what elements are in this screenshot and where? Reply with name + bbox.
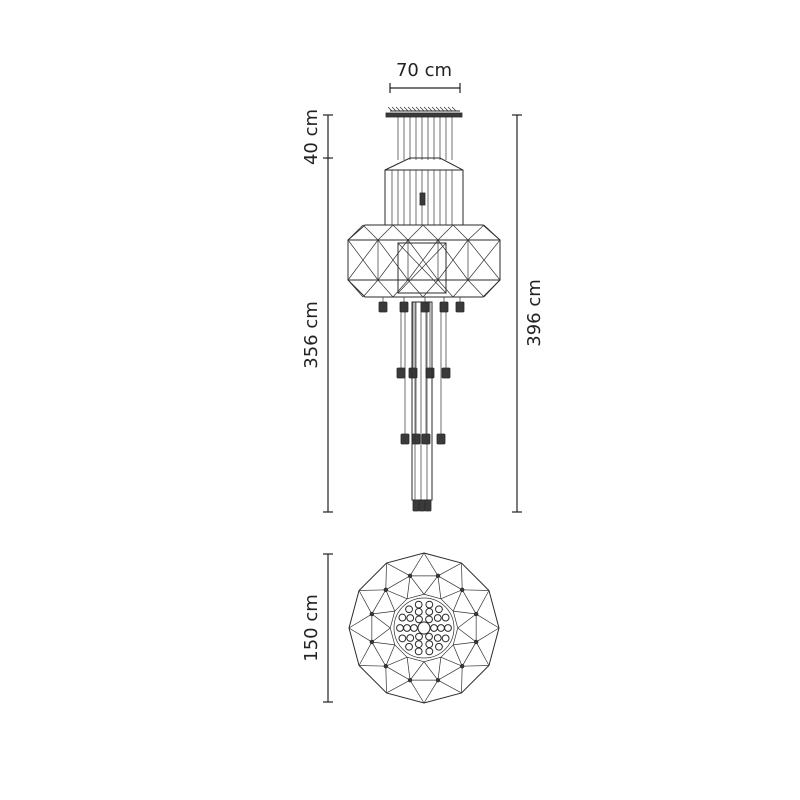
ceiling-hatch — [387, 106, 460, 112]
faceted-middle-shade — [347, 224, 501, 298]
suspension-cables — [397, 117, 453, 160]
top-gap-dimension-label: 40 cm — [301, 109, 322, 165]
diameter-dimension-label: 150 cm — [301, 594, 322, 662]
width-dimension-label: 70 cm — [396, 60, 452, 81]
total-height-dimension: 396 cm — [512, 114, 545, 513]
chandelier-elevation — [347, 106, 501, 512]
top-gap-dimension: 40 cm — [301, 109, 333, 165]
upper-cylinder-shade — [384, 157, 464, 226]
width-dimension: 70 cm — [389, 60, 461, 93]
inner-shade — [397, 242, 447, 294]
pendant-drops — [378, 297, 465, 512]
body-height-dimension: 356 cm — [301, 158, 333, 513]
ceiling-canopy — [385, 112, 463, 118]
diameter-dimension: 150 cm — [301, 553, 333, 703]
total-height-dimension-label: 396 cm — [524, 279, 545, 347]
chandelier-plan-view — [348, 552, 500, 704]
body-height-dimension-label: 356 cm — [301, 301, 322, 369]
